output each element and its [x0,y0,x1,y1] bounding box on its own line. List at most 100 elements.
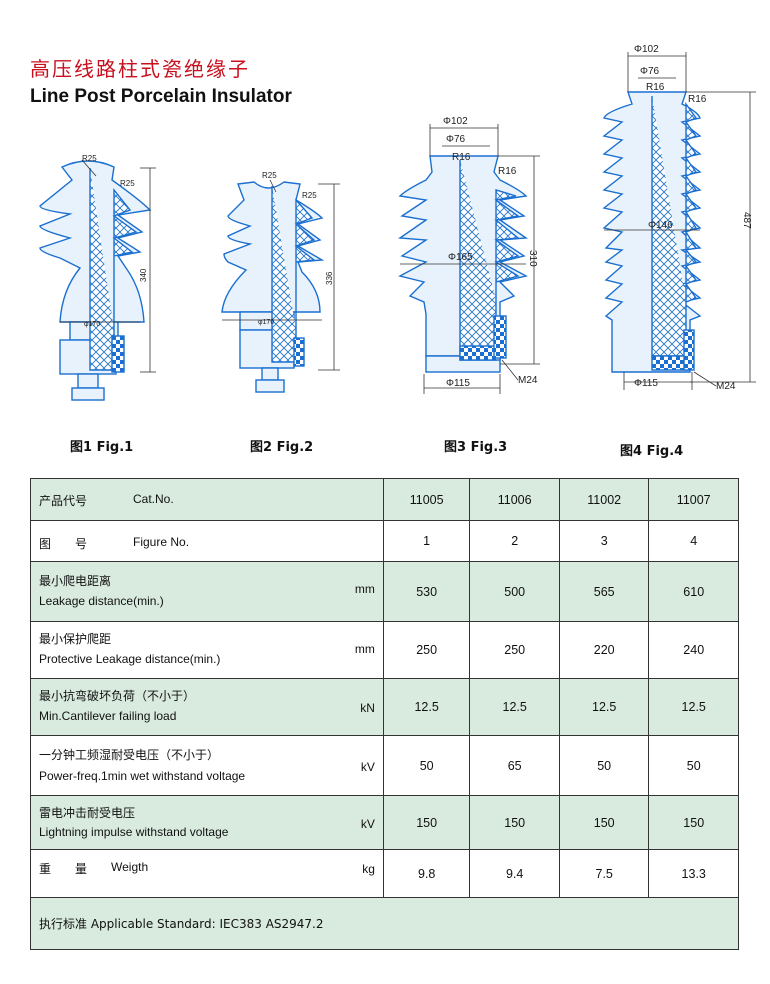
weight-value: 7.5 [558,849,650,898]
fig4-d-base: Φ115 [634,378,658,389]
table-row: 最小抗弯破坏负荷（不小于） Min.Cantilever failing loa… [30,678,739,736]
param-label-cell: 一分钟工频湿耐受电压（不小于） Power-freq.1min wet with… [30,735,384,796]
figure-2-drawing [221,181,325,393]
param-value: 50 [648,735,739,796]
weight-label-cell: 重 量 Weigth kg [30,849,384,898]
figure-4-dimensions [604,52,756,390]
fig4-height: 487 [741,212,752,229]
table-row: 一分钟工频湿耐受电压（不小于） Power-freq.1min wet with… [30,735,739,796]
param-value: 50 [558,735,650,796]
param-value: 250 [469,621,560,679]
insulator-drawings: R25 R25 340 φ170 R25 R25 336 φ170 [39,44,756,401]
param-label-cn: 一分钟工频湿耐受电压（不小于） [39,748,220,762]
param-value: 12.5 [648,678,739,736]
fig3-d-base: Φ115 [446,378,470,389]
param-label-cell: 最小保护爬距 Protective Leakage distance(min.)… [30,621,384,679]
table-row: 最小爬电距离 Leakage distance(min.) mm 530 500… [30,561,739,622]
fig3-r-left: R16 [452,152,471,163]
figure-number-value: 1 [382,520,471,562]
fig4-d-top: Φ102 [634,44,659,55]
param-value: 565 [558,561,650,622]
param-label-cn: 雷电冲击耐受电压 [39,806,136,820]
header-value: 11005 [382,478,471,521]
param-label-cn: 最小抗弯破坏负荷（不小于） [39,689,196,703]
figure-1-drawing [39,160,152,401]
param-value: 50 [382,735,471,796]
fig3-r-right: R16 [498,166,517,177]
fig2-height: 336 [325,271,334,285]
param-value: 220 [558,621,650,679]
fig2-dia: φ170 [258,319,274,326]
figure-2-caption: 图2 Fig.2 [250,440,314,455]
figure-number-row: 图 号 Figure No. 1 2 3 4 [30,520,739,562]
param-unit: kN [360,701,375,715]
figure-number-value: 3 [558,520,650,562]
fig3-d-neck: Φ76 [446,134,466,145]
weight-value: 9.8 [382,849,471,898]
figure-number-label-cell: 图 号 Figure No. [30,520,384,562]
table-row: 最小保护爬距 Protective Leakage distance(min.)… [30,621,739,679]
param-value: 150 [648,795,739,850]
param-label-en: Power-freq.1min wet withstand voltage [39,769,246,783]
param-label-cell: 最小爬电距离 Leakage distance(min.) mm [30,561,384,622]
fig1-top-r: R25 [82,154,97,163]
figure-4-caption: 图4 Fig.4 [620,444,684,459]
fig3-d-top: Φ102 [443,116,468,127]
param-label-cn: 最小保护爬距 [39,632,112,646]
param-label-cell: 最小抗弯破坏负荷（不小于） Min.Cantilever failing loa… [30,678,384,736]
figure-2-dimensions [222,179,340,371]
weight-value: 9.4 [469,849,560,898]
weight-unit: kg [362,862,375,876]
fig4-d-neck: Φ76 [640,66,660,77]
figure-number-label-cn: 图 号 [39,537,88,551]
fig4-r-left: R16 [646,82,665,93]
page-title-en: Line Post Porcelain Insulator [30,86,292,107]
fig4-r-right: R16 [688,94,707,105]
fig2-side-r: R25 [302,191,317,200]
weight-label-cn: 重 量 [39,862,88,876]
param-unit: mm [354,642,375,656]
standard-row: 执行标准 Applicable Standard: IEC383 AS2947.… [30,897,739,950]
figure-number-value: 4 [648,520,739,562]
param-value: 12.5 [558,678,650,736]
applicable-standard: 执行标准 Applicable Standard: IEC383 AS2947.… [30,897,739,950]
figure-3-caption: 图3 Fig.3 [444,440,508,455]
param-label-en: Protective Leakage distance(min.) [39,652,221,666]
param-value: 150 [558,795,650,850]
header-label-en: Cat.No. [133,492,174,506]
fig1-dia: φ170 [84,321,100,328]
param-unit: kV [360,817,375,831]
param-label-en: Min.Cantilever failing load [39,709,177,723]
page-title-cn: 高压线路柱式瓷绝缘子 [30,57,250,81]
header-value: 11002 [558,478,650,521]
weight-row: 重 量 Weigth kg 9.8 9.4 7.5 13.3 [30,849,739,898]
param-unit: mm [354,582,375,596]
param-value: 150 [469,795,560,850]
fig1-side-r: R25 [120,179,135,188]
fig2-top-r: R25 [262,171,277,180]
param-value: 610 [648,561,739,622]
param-value: 250 [382,621,471,679]
spec-table: 产品代号 Cat.No. 11005 11006 11002 11007 图 号… [30,478,739,950]
param-value: 12.5 [469,678,560,736]
param-value: 150 [382,795,471,850]
header-label-cn: 产品代号 [39,494,88,508]
header-value: 11006 [469,478,560,521]
param-value: 12.5 [382,678,471,736]
fig3-d-shed: Φ165 [448,252,473,263]
param-value: 240 [648,621,739,679]
header-value: 11007 [648,478,739,521]
figure-4-drawing [602,91,702,373]
table-header-row: 产品代号 Cat.No. 11005 11006 11002 11007 [30,478,739,521]
table-row: 雷电冲击耐受电压 Lightning impulse withstand vol… [30,795,739,850]
figure-3-dimensions [400,124,540,394]
fig4-d-shed: Φ146 [648,220,673,231]
param-value: 65 [469,735,560,796]
fig1-height: 340 [139,268,148,282]
fig3-thread: M24 [518,375,538,386]
param-label-en: Leakage distance(min.) [39,594,164,608]
param-label-cn: 最小爬电距离 [39,574,112,588]
param-unit: kV [360,760,375,774]
param-value: 530 [382,561,471,622]
weight-value: 13.3 [648,849,739,898]
